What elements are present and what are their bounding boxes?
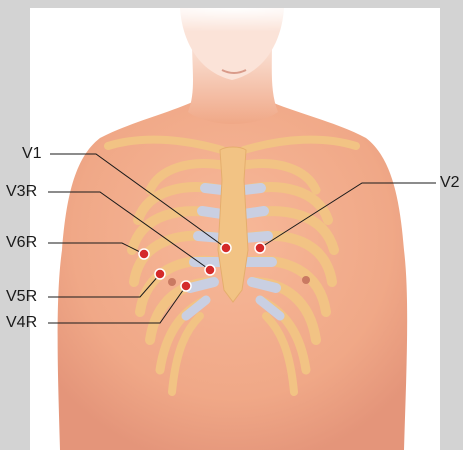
sternum: [218, 147, 248, 302]
right-nipple: [168, 278, 176, 286]
label-v1: V1: [22, 146, 42, 162]
left-nipple: [302, 276, 310, 284]
electrode-v1: [221, 243, 231, 253]
label-v3r: V3R: [6, 184, 37, 200]
electrode-v3r: [205, 265, 215, 275]
electrode-v4r: [181, 281, 191, 291]
electrode-v6r: [139, 249, 149, 259]
label-v2: V2: [440, 175, 460, 191]
electrode-v2: [255, 243, 265, 253]
label-v4r: V4R: [6, 315, 37, 331]
label-v6r: V6R: [6, 235, 37, 251]
electrode-v5r: [155, 269, 165, 279]
label-v5r: V5R: [6, 289, 37, 305]
